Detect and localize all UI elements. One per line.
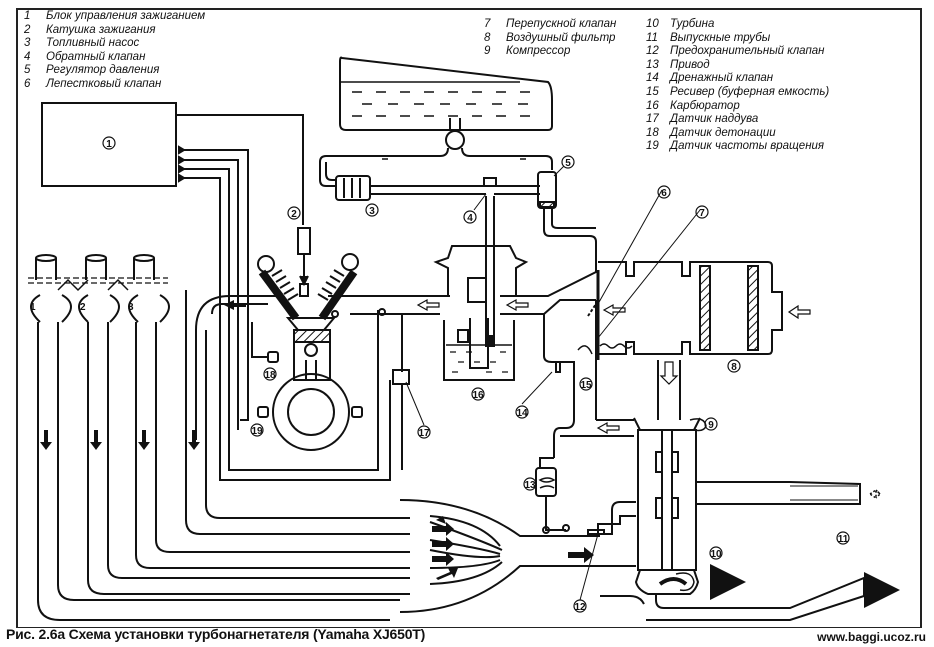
knock-sensor xyxy=(251,322,279,363)
turbocharger xyxy=(633,417,707,595)
engine xyxy=(257,253,359,451)
cylinder-3-label: 3 xyxy=(128,302,134,313)
site-watermark: www.baggi.ucoz.ru xyxy=(817,630,926,644)
callout-9: 9 xyxy=(708,420,714,431)
ecu-wires xyxy=(176,114,391,481)
leader-lines xyxy=(405,165,599,601)
callout-15: 15 xyxy=(580,380,592,391)
callouts: 1 2 3 4 5 6 7 8 9 10 11 12 13 14 15 16 1… xyxy=(102,136,850,613)
exhaust-outlet xyxy=(600,481,900,621)
callout-7: 7 xyxy=(699,208,705,219)
callout-1: 1 xyxy=(106,139,112,150)
callout-3: 3 xyxy=(369,206,375,217)
callout-11: 11 xyxy=(838,534,849,545)
exhaust-collector xyxy=(399,499,636,613)
fuel-lines xyxy=(319,147,553,195)
figure-caption: Рис. 2.6а Схема установки турбонагнетате… xyxy=(6,626,426,642)
callout-19: 19 xyxy=(251,426,263,437)
check-valve xyxy=(483,177,497,340)
ignition-control-unit xyxy=(41,102,177,187)
callout-5: 5 xyxy=(565,158,571,169)
air-filter xyxy=(598,261,811,355)
carburetor xyxy=(433,245,529,381)
receiver xyxy=(543,300,634,458)
boost-sensor-line xyxy=(378,308,410,470)
callout-14: 14 xyxy=(516,408,528,419)
intake-manifold xyxy=(195,258,597,440)
cylinder-2-label: 2 xyxy=(80,302,86,313)
callout-17: 17 xyxy=(418,428,430,439)
reed-and-bypass-valve xyxy=(587,189,701,360)
actuator xyxy=(535,457,570,534)
rpm-sensor xyxy=(257,406,363,418)
callout-2: 2 xyxy=(291,209,297,220)
callout-16: 16 xyxy=(472,390,484,401)
fuel-tank xyxy=(339,56,553,150)
callout-18: 18 xyxy=(264,370,276,381)
exhaust-pipes xyxy=(28,254,410,621)
flow-arrows-intake xyxy=(224,298,529,312)
safety-valve xyxy=(587,501,636,535)
callout-4: 4 xyxy=(467,213,473,224)
pressure-regulator xyxy=(537,171,597,258)
cylinder-1-label: 1 xyxy=(30,302,36,313)
compressor-inlet-pipe xyxy=(596,360,681,435)
callout-12: 12 xyxy=(574,602,586,613)
callout-13: 13 xyxy=(524,480,536,491)
fuel-pump xyxy=(335,175,371,201)
ignition-coil xyxy=(297,227,311,297)
cylinder-labels: 1 2 3 xyxy=(30,302,134,313)
callout-8: 8 xyxy=(731,362,737,373)
diagram-frame xyxy=(16,8,922,628)
callout-6: 6 xyxy=(661,188,667,199)
callout-10: 10 xyxy=(710,549,722,560)
